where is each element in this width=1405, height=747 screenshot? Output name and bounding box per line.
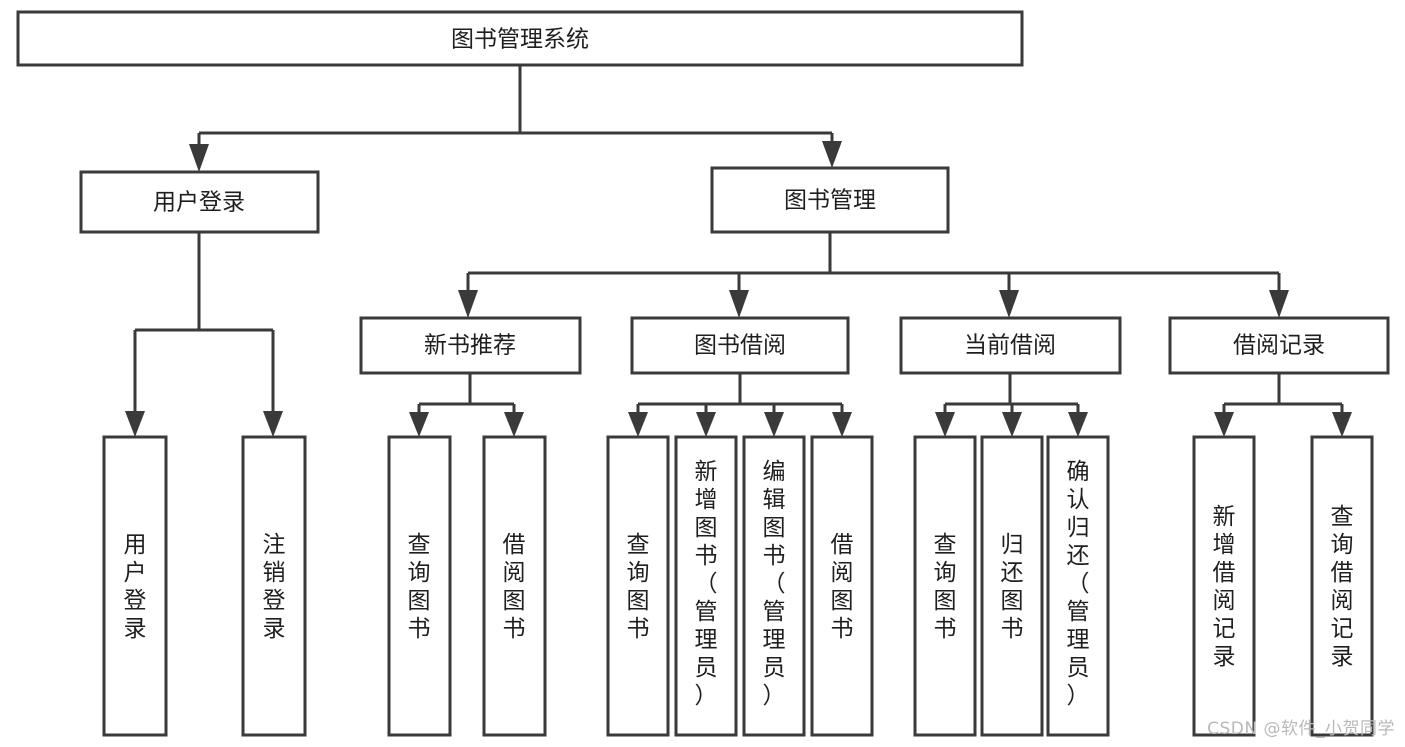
node-box (482, 435, 547, 737)
arrow-head-icon (696, 412, 716, 437)
node-label-vertical: 确认归还（管理员） (1067, 459, 1090, 709)
connector-bookborrow-to-leaves (628, 373, 852, 437)
connector-bookmgmt-to-level3 (458, 232, 1289, 318)
leaf-node-return-books[interactable]: 归还图书 (980, 435, 1044, 737)
node-root-book-management-system[interactable]: 图书管理系统 (16, 10, 1024, 67)
node-borrow-records[interactable]: 借阅记录 (1168, 316, 1390, 375)
leaf-node-borrow-books[interactable]: 借阅图书 (810, 435, 874, 737)
leaf-node-query-books-recommend[interactable]: 查询图书 (387, 435, 452, 737)
node-box (606, 435, 670, 737)
node-label-vertical: 编辑图书（管理员） (763, 459, 786, 709)
leaf-node-user-login[interactable]: 用户登录 (102, 435, 168, 737)
node-label-vertical: 归还图书 (1001, 532, 1024, 642)
node-box (980, 435, 1044, 737)
arrow-head-icon (1214, 412, 1234, 437)
leaf-node-add-borrow-record[interactable]: 新增借阅记录 (1192, 435, 1256, 737)
node-new-book-recommend[interactable]: 新书推荐 (359, 316, 582, 375)
node-book-borrow[interactable]: 图书借阅 (630, 316, 850, 375)
arrow-head-icon (263, 411, 283, 437)
leaf-node-confirm-return-admin[interactable]: 确认归还（管理员） (1046, 435, 1110, 737)
node-box (810, 435, 874, 737)
arrow-head-icon (1002, 412, 1022, 437)
node-label-vertical: 查询借阅记录 (1331, 504, 1354, 670)
arrow-head-icon (822, 141, 842, 168)
arrow-head-icon (999, 290, 1019, 318)
leaf-node-logout[interactable]: 注销登录 (241, 435, 307, 737)
connector-userlogin-to-leaves (125, 232, 283, 437)
node-label: 新书推荐 (424, 333, 516, 359)
node-box (630, 316, 850, 375)
connector-root-to-level2 (189, 65, 842, 172)
node-label-vertical: 新增图书（管理员） (695, 459, 718, 709)
node-box (710, 166, 950, 234)
node-box (913, 435, 977, 737)
node-box (1310, 435, 1374, 737)
arrow-head-icon (832, 412, 852, 437)
node-box (1192, 435, 1256, 737)
node-box (359, 316, 582, 375)
node-book-management[interactable]: 图书管理 (710, 166, 950, 234)
node-box (742, 435, 806, 737)
arrow-head-icon (189, 144, 209, 172)
arrow-head-icon (1332, 412, 1352, 437)
leaf-node-add-book-admin[interactable]: 新增图书（管理员） (674, 435, 738, 737)
node-label-vertical: 查询图书 (627, 532, 650, 642)
node-label-vertical: 新增借阅记录 (1213, 504, 1236, 670)
arrow-head-icon (935, 412, 955, 437)
node-label-vertical: 借阅图书 (831, 532, 854, 642)
leaf-node-query-books-borrow[interactable]: 查询图书 (606, 435, 670, 737)
connector-borrowrecords-to-leaves (1214, 373, 1352, 437)
node-label-vertical: 注销登录 (263, 532, 286, 642)
arrow-head-icon (504, 412, 524, 437)
node-label: 用户登录 (153, 190, 245, 216)
leaf-node-edit-book-admin[interactable]: 编辑图书（管理员） (742, 435, 806, 737)
node-box (241, 435, 307, 737)
node-box (79, 170, 320, 234)
node-label: 图书管理 (784, 188, 876, 214)
node-label-vertical: 用户登录 (124, 532, 147, 642)
arrow-head-icon (628, 412, 648, 437)
node-box (1168, 316, 1390, 375)
node-box (387, 435, 452, 737)
node-box (16, 10, 1024, 67)
arrow-head-icon (1269, 290, 1289, 318)
node-label: 图书管理系统 (451, 27, 589, 53)
leaf-node-borrow-books-recommend[interactable]: 借阅图书 (482, 435, 547, 737)
arrow-head-icon (409, 412, 429, 437)
node-user-login[interactable]: 用户登录 (79, 170, 320, 234)
node-current-borrow[interactable]: 当前借阅 (899, 316, 1122, 375)
arrow-head-icon (1068, 412, 1088, 437)
arrow-head-icon (125, 411, 145, 437)
connector-currentborrow-to-leaves (935, 373, 1088, 437)
node-box (674, 435, 738, 737)
node-label: 借阅记录 (1233, 333, 1325, 359)
node-box (899, 316, 1122, 375)
arrow-head-icon (764, 412, 784, 437)
node-box (1046, 435, 1110, 737)
connector-newbook-to-leaves (409, 373, 524, 437)
node-label-vertical: 查询图书 (408, 532, 431, 642)
arrow-head-icon (729, 290, 749, 318)
node-label-vertical: 借阅图书 (503, 532, 526, 642)
node-label: 当前借阅 (964, 333, 1056, 359)
leaf-node-query-borrow-record[interactable]: 查询借阅记录 (1310, 435, 1374, 737)
leaf-node-query-books-current[interactable]: 查询图书 (913, 435, 977, 737)
node-label-vertical: 查询图书 (934, 532, 957, 642)
node-box (102, 435, 168, 737)
node-label: 图书借阅 (694, 333, 786, 359)
watermark: CSDN @软件_小贺同学 (1207, 719, 1395, 739)
arrow-head-icon (458, 290, 478, 318)
